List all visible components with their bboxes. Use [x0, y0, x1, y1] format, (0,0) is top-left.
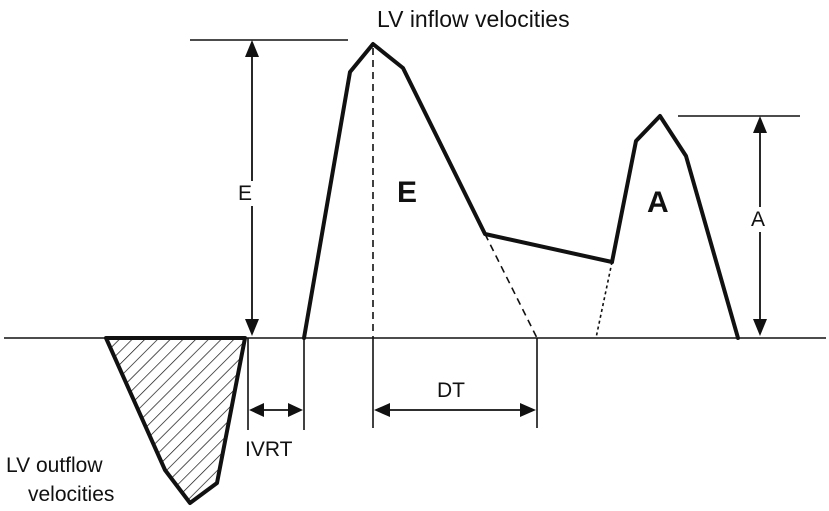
- e-height-arrow-up: [245, 40, 259, 57]
- lv-outflow-label-line1: LV outflow: [6, 454, 103, 477]
- a-height-arrow-up: [753, 116, 767, 133]
- e-wave-label: E: [397, 176, 418, 209]
- dt-label: DT: [437, 379, 465, 402]
- ivrt-label: IVRT: [245, 438, 293, 461]
- lv-outflow-label-line2: velocities: [28, 483, 115, 506]
- dt-arrow-left: [374, 403, 390, 417]
- a-wave-label: A: [647, 186, 669, 219]
- inflow-waveform-a: [610, 114, 740, 340]
- e-height-arrow-down: [245, 319, 259, 336]
- ivrt-arrow-left: [249, 403, 264, 417]
- dt-arrow-right: [520, 403, 536, 417]
- a-height-arrow-down: [753, 319, 767, 336]
- inflow-waveform-e: [302, 42, 614, 340]
- e-deceleration-extrapolation: [484, 233, 538, 339]
- a-height-label: A: [749, 207, 768, 232]
- a-wave-onset-extrapolation: [595, 261, 613, 339]
- e-height-label: E: [236, 181, 255, 206]
- lv-inflow-title: LV inflow velocities: [377, 6, 570, 32]
- lv-outflow-wave: [104, 336, 247, 505]
- ivrt-arrow-right: [288, 403, 303, 417]
